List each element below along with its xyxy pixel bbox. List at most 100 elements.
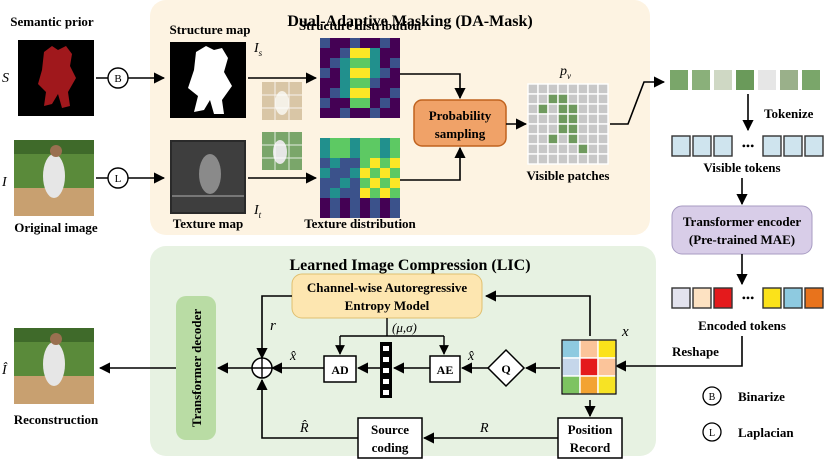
heatmap-cell xyxy=(330,38,340,48)
patch-cell xyxy=(557,113,569,125)
heatmap-cell xyxy=(350,78,360,88)
ad-label: AD xyxy=(331,363,349,377)
heatmap-cell xyxy=(360,48,370,58)
heatmap-cell xyxy=(320,78,330,88)
patch-cell xyxy=(547,143,559,155)
q-label: Q xyxy=(501,362,510,376)
pv-symbol: pv xyxy=(559,64,571,81)
heatmap-cell xyxy=(340,178,350,188)
token xyxy=(713,135,733,157)
patch-cell xyxy=(537,133,549,145)
patch-cell xyxy=(587,143,599,155)
token-dots: ••• xyxy=(742,139,755,153)
token xyxy=(804,135,824,157)
heatmap-cell xyxy=(370,178,380,188)
heatmap-cell xyxy=(330,178,340,188)
encoded-tokens-label: Encoded tokens xyxy=(698,318,786,333)
heatmap-cell xyxy=(370,78,380,88)
patch-cell xyxy=(577,113,589,125)
heatmap-cell xyxy=(370,188,380,198)
arrow-source-to-sum xyxy=(256,378,358,439)
patch-cell xyxy=(537,113,549,125)
heatmap-cell xyxy=(330,188,340,198)
heatmap-cell xyxy=(350,108,360,118)
heatmap-cell xyxy=(330,198,340,208)
patch-cell xyxy=(557,133,569,145)
heatmap-cell xyxy=(340,138,350,148)
patch-cell xyxy=(577,133,589,145)
position-record-box xyxy=(557,417,623,459)
heatmap-cell xyxy=(330,98,340,108)
tokenize-label: Tokenize xyxy=(764,106,814,121)
heatmap-cell xyxy=(380,178,390,188)
heatmap-cell xyxy=(320,68,330,78)
heatmap-cell xyxy=(360,198,370,208)
i-hat-symbol: Î xyxy=(1,361,8,378)
heatmap-cell xyxy=(330,108,340,118)
visible-patches-grid xyxy=(527,83,609,165)
binarize-glyph: B xyxy=(114,73,121,85)
heatmap-cell xyxy=(370,58,380,68)
patch-cell xyxy=(537,83,549,95)
s-symbol: S xyxy=(2,71,9,86)
binarize-legend-label: Binarize xyxy=(738,389,785,404)
heatmap-cell xyxy=(360,178,370,188)
mu-sigma-label: (μ,σ) xyxy=(392,320,417,335)
heatmap-cell xyxy=(350,188,360,198)
reshape-label: Reshape xyxy=(672,344,719,359)
texture-map-image xyxy=(170,140,246,214)
patch-cell xyxy=(597,123,609,135)
patch-cell xyxy=(587,93,599,105)
structure-map-image xyxy=(170,42,246,118)
patch-cell xyxy=(557,123,569,135)
token xyxy=(804,287,824,309)
heatmap-cell xyxy=(360,168,370,178)
heatmap-cell xyxy=(350,148,360,158)
transformer-decoder-box xyxy=(176,296,216,440)
i-symbol: I xyxy=(1,175,8,190)
heatmap-cell xyxy=(340,198,350,208)
laplacian-glyph: L xyxy=(115,173,122,185)
heatmap-cell xyxy=(340,158,350,168)
patch-cell xyxy=(567,133,579,145)
heatmap-cell xyxy=(390,168,400,178)
heatmap-cell xyxy=(330,138,340,148)
xhat-left: x̂ xyxy=(289,349,297,364)
arrow-patches-to-tokens xyxy=(610,76,666,125)
latent-cell xyxy=(561,339,581,359)
heatmap-cell xyxy=(340,188,350,198)
heatmap-cell xyxy=(390,38,400,48)
heatmap-cell xyxy=(360,138,370,148)
it-symbol: It xyxy=(253,203,262,220)
texture-map-label: Texture map xyxy=(173,216,243,231)
xhat-right: x̂ xyxy=(467,349,475,364)
arrow-entropy-to-sum-r xyxy=(256,295,292,360)
patch-cell xyxy=(567,103,579,115)
patch-cell xyxy=(547,133,559,145)
patch-cell xyxy=(577,123,589,135)
arrow-reshape xyxy=(614,336,743,372)
heatmap-cell xyxy=(350,88,360,98)
latent-cell xyxy=(579,375,599,395)
r-symbol: r xyxy=(270,318,276,334)
heatmap-cell xyxy=(340,78,350,88)
heatmap-cell xyxy=(370,48,380,58)
heatmap-cell xyxy=(320,138,330,148)
heatmap-cell xyxy=(380,88,390,98)
heatmap-cell xyxy=(390,148,400,158)
heatmap-cell xyxy=(350,58,360,68)
patch-cell xyxy=(557,103,569,115)
heatmap-cell xyxy=(340,68,350,78)
heatmap-cell xyxy=(320,58,330,68)
heatmap-cell xyxy=(340,38,350,48)
source-line1: Source xyxy=(371,422,409,437)
heatmap-cell xyxy=(380,198,390,208)
original-image-label: Original image xyxy=(14,220,98,235)
token xyxy=(762,135,782,157)
binarize-op xyxy=(107,67,129,89)
patch-cell xyxy=(527,123,539,135)
heatmap-cell xyxy=(360,208,370,218)
heatmap-cell xyxy=(320,208,330,218)
heatmap-cell xyxy=(380,68,390,78)
